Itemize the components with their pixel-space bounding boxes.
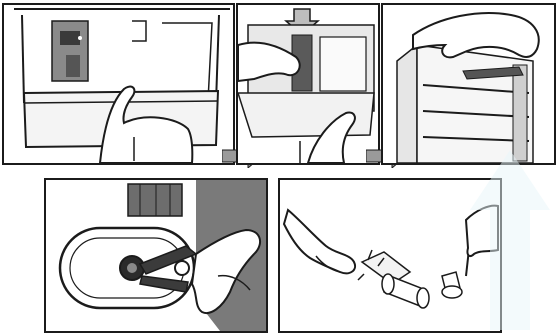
step-panel-1 — [2, 3, 235, 165]
clean-siphon-parts-icon — [280, 180, 500, 331]
step-panel-2 — [236, 3, 380, 165]
pliers-remove-siphon-icon — [46, 180, 266, 331]
step-panel-4 — [44, 178, 268, 333]
press-release-lever-icon — [238, 5, 378, 163]
remove-drawer-icon — [383, 5, 554, 163]
dispenser-drawer-pull-icon — [4, 5, 233, 163]
step-panel-5 — [278, 178, 502, 333]
step-panel-3 — [381, 3, 556, 165]
